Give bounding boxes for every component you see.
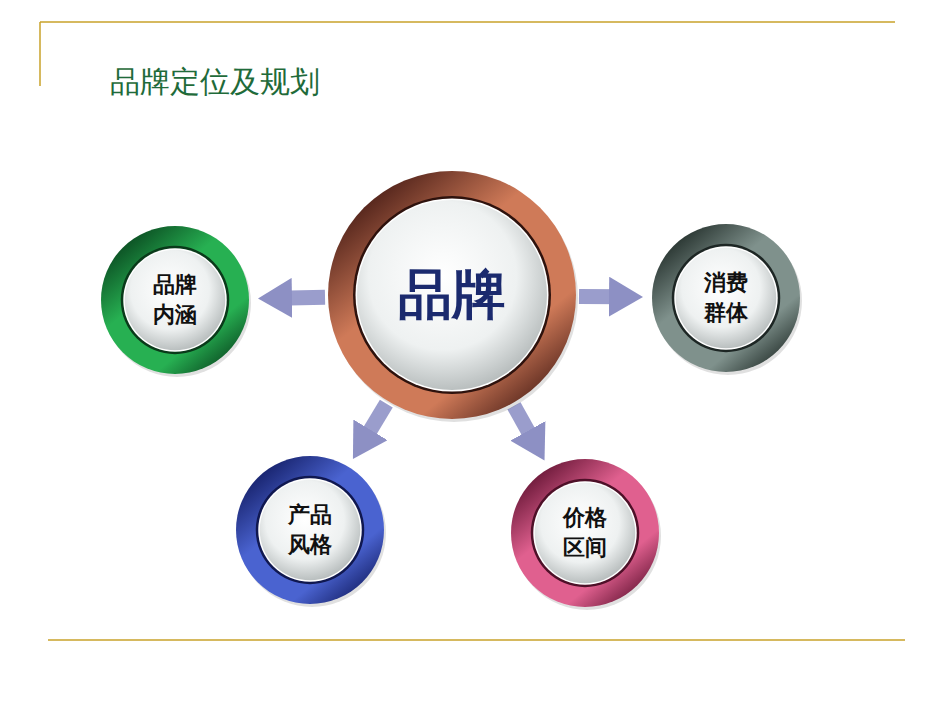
topic-label: 产品 风格	[280, 500, 340, 560]
title: 品牌定位及规划	[110, 62, 320, 103]
ring-edge	[121, 246, 230, 355]
ring-edge	[672, 244, 781, 353]
ring-highlight	[258, 478, 362, 582]
ring-highlight	[123, 248, 227, 352]
inner-disk	[676, 248, 777, 349]
topic-label: 价格 区间	[555, 503, 615, 563]
outer-ring	[511, 459, 659, 607]
outer-ring	[236, 456, 384, 604]
topic-circle: 价格 区间	[510, 458, 660, 608]
arrow-connector	[363, 404, 386, 442]
outer-ring	[328, 171, 576, 419]
ring-graphic	[235, 455, 385, 605]
inner-disk	[535, 483, 636, 584]
topic-circle: 品牌 内涵	[100, 225, 250, 375]
topic-label: 品牌 内涵	[145, 270, 205, 330]
arrow-connector	[514, 406, 535, 443]
ring-graphic	[510, 458, 660, 608]
topic-label: 消费 群体	[696, 268, 756, 328]
ring-graphic	[651, 223, 801, 373]
inner-disk	[125, 250, 226, 351]
ring-edge	[531, 479, 640, 588]
outer-ring	[101, 226, 249, 374]
hub-circle: 品牌	[327, 170, 577, 420]
arrow-connector	[579, 289, 623, 304]
topic-circle: 消费 群体	[651, 223, 801, 373]
top-rule	[40, 21, 895, 23]
hub-label: 品牌	[398, 258, 506, 331]
side-rule	[39, 22, 41, 86]
topic-circle: 产品 风格	[235, 455, 385, 605]
ring-highlight	[674, 246, 778, 350]
ring-highlight	[533, 481, 637, 585]
outer-ring	[652, 224, 800, 372]
inner-disk	[260, 480, 361, 581]
ring-edge	[353, 196, 551, 394]
ring-edge	[256, 476, 365, 585]
bottom-rule	[48, 639, 905, 641]
inner-disk	[357, 200, 547, 390]
ring-graphic	[100, 225, 250, 375]
ring-highlight	[356, 199, 549, 392]
arrow-connector	[278, 290, 325, 306]
